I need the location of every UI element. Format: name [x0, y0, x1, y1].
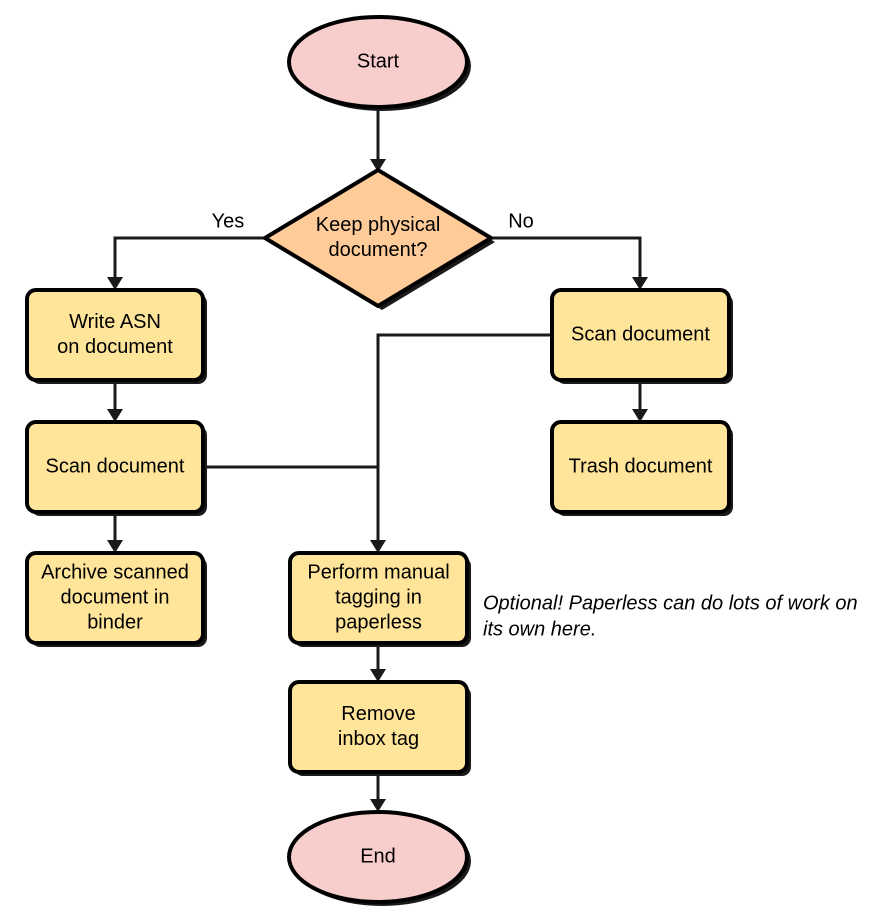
node-label: Write ASN	[69, 311, 161, 333]
edge-arrowhead	[370, 669, 386, 682]
edge-arrowhead	[370, 159, 386, 172]
edge-label-decision-yes: Yes	[212, 210, 245, 232]
edge-start-to-decision	[370, 107, 386, 172]
node-label: tagging in	[335, 586, 422, 608]
annotation-optional-note: Optional! Paperless can do lots of work …	[483, 592, 858, 640]
node-body	[25, 420, 205, 514]
node-trash[interactable]: Trash document	[550, 420, 733, 516]
node-body	[25, 551, 205, 645]
edge-line	[491, 236, 642, 282]
node-label: document in	[61, 586, 170, 608]
node-body	[263, 168, 493, 308]
node-body	[25, 288, 205, 382]
annotation-line: its own here.	[483, 618, 596, 640]
node-label: paperless	[335, 611, 422, 633]
annotation-line: Optional! Paperless can do lots of work …	[483, 592, 858, 614]
node-remove-inbox[interactable]: Remove inbox tag	[288, 680, 471, 776]
edge-scan-right-to-trash	[632, 380, 648, 422]
node-archive-binder[interactable]: Archive scanned document in binder	[25, 551, 207, 647]
node-keep-physical[interactable]: Keep physical document?	[263, 168, 495, 310]
node-label: Trash document	[569, 455, 713, 477]
node-start[interactable]: Start	[287, 15, 471, 111]
node-label: Perform manual	[307, 561, 449, 583]
node-body	[287, 810, 469, 904]
node-label: binder	[87, 611, 143, 633]
edge-scan-left-to-archive	[107, 512, 123, 553]
annotations-layer: Optional! Paperless can do lots of work …	[483, 592, 858, 640]
edge-decision-no: No	[491, 210, 648, 290]
node-body	[550, 420, 731, 514]
node-body	[550, 288, 731, 382]
node-label: inbox tag	[338, 728, 419, 750]
node-scan-right[interactable]: Scan document	[550, 288, 733, 384]
node-label: Scan document	[46, 455, 185, 477]
node-body	[288, 680, 469, 774]
edge-line	[376, 333, 552, 545]
edge-arrowhead	[632, 277, 648, 290]
edge-tagging-to-remove	[370, 643, 386, 682]
edge-asn-to-scan	[107, 380, 123, 422]
edge-label-decision-no: No	[508, 210, 534, 232]
node-label: Keep physical	[316, 214, 441, 236]
edge-decision-yes: Yes	[107, 210, 265, 290]
edge-arrowhead	[370, 540, 386, 553]
node-label: Scan document	[571, 323, 710, 345]
edge-line	[113, 236, 265, 282]
node-body	[287, 15, 469, 109]
edge-arrowhead	[107, 409, 123, 422]
edge-scan-right-to-tagging	[370, 333, 552, 553]
edge-arrowhead	[370, 799, 386, 812]
node-scan-left[interactable]: Scan document	[25, 420, 207, 516]
node-body	[288, 551, 469, 645]
node-end[interactable]: End	[287, 810, 471, 906]
node-label: Remove	[341, 703, 415, 725]
node-label: Start	[357, 50, 400, 72]
edge-arrowhead	[632, 409, 648, 422]
node-label: End	[360, 845, 396, 867]
edge-arrowhead	[107, 540, 123, 553]
edge-remove-to-end	[370, 772, 386, 812]
node-manual-tagging[interactable]: Perform manual tagging in paperless	[288, 551, 471, 647]
node-label: document?	[329, 239, 428, 261]
node-write-asn[interactable]: Write ASN on document	[25, 288, 207, 384]
edges-layer: Yes No	[107, 107, 648, 812]
node-label: on document	[57, 336, 173, 358]
edge-arrowhead	[107, 277, 123, 290]
node-label: Archive scanned	[41, 561, 189, 583]
